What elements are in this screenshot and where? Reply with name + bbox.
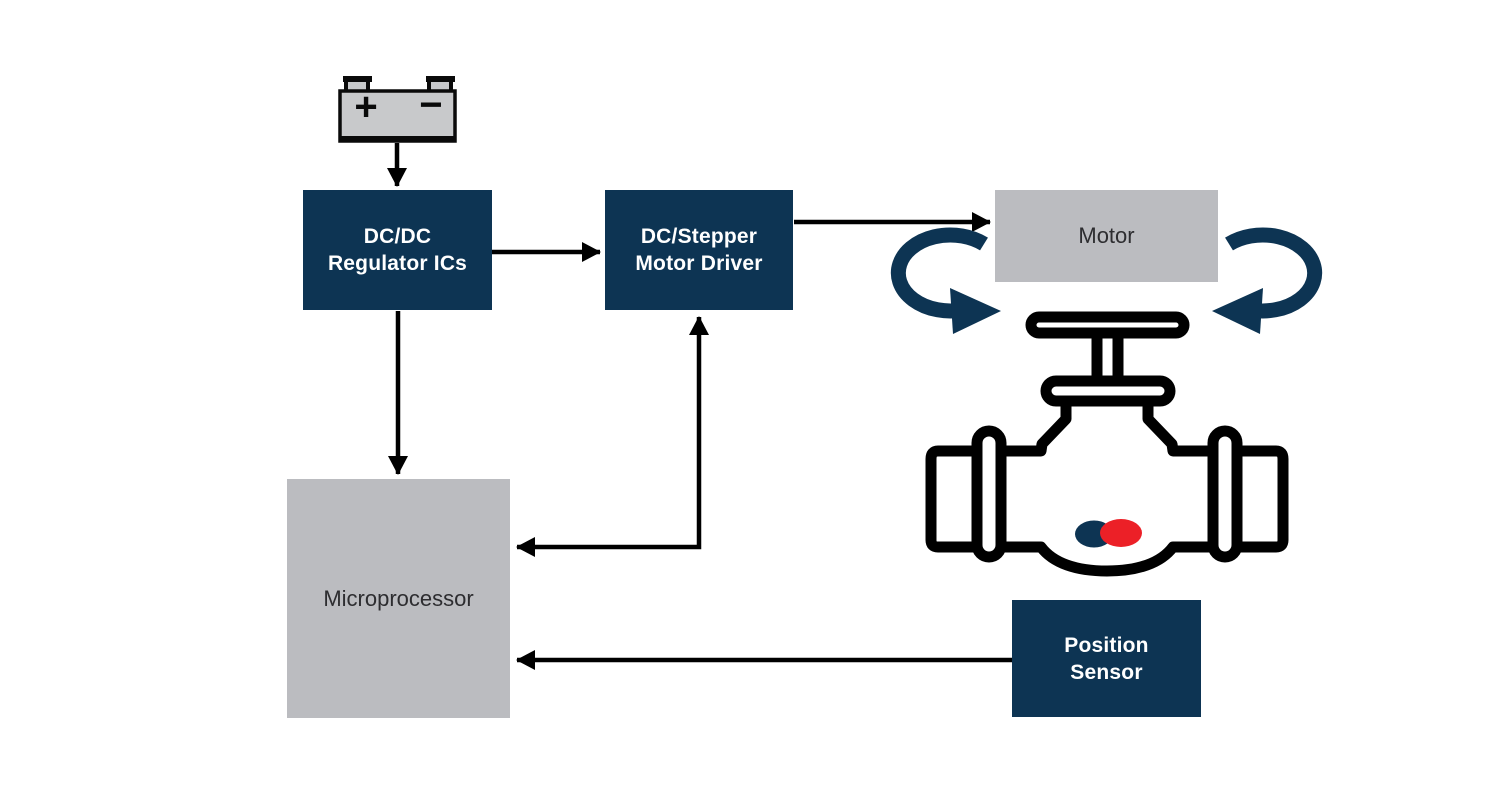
node-dc-regulator-label-line1: DC/DC: [363, 225, 432, 248]
battery-icon: + −: [338, 76, 457, 143]
valve-flange-left: [971, 425, 1007, 563]
battery-plus-icon: +: [354, 85, 377, 129]
valve-body-and-pipes: [925, 392, 1289, 577]
node-position-sensor: Position Sensor: [1012, 600, 1201, 717]
connector-microprocessor-driver: [516, 316, 709, 557]
node-dc-regulator: DC/DC Regulator ICs: [303, 190, 492, 310]
valve-flange-right: [1207, 425, 1243, 563]
node-dc-regulator-label-line2: Regulator ICs: [327, 252, 468, 275]
node-position-sensor-label-line2: Sensor: [1070, 660, 1143, 684]
node-microprocessor: Microprocessor: [287, 479, 510, 718]
logo-dot-red: [1100, 519, 1142, 547]
node-motor-driver: DC/Stepper Motor Driver: [605, 190, 793, 310]
node-motor-driver-label-line1: DC/Stepper: [640, 225, 758, 248]
battery-minus-icon: −: [419, 83, 442, 127]
valve-bonnet: [1040, 375, 1176, 407]
battery-bottom-edge: [339, 136, 456, 142]
rotation-arrow-right-icon: [1212, 227, 1323, 334]
node-motor-label: Motor: [1078, 223, 1135, 248]
node-microprocessor-label: Microprocessor: [323, 585, 474, 611]
battery-body: [338, 89, 457, 143]
valve-handle: [1025, 311, 1190, 339]
node-motor-driver-label-line2: Motor Driver: [635, 252, 763, 275]
node-motor: Motor: [995, 190, 1218, 282]
node-position-sensor-label-line1: Position: [1064, 633, 1149, 657]
valve-icon: [925, 311, 1289, 577]
rotation-arrow-left-icon: [890, 227, 1001, 334]
